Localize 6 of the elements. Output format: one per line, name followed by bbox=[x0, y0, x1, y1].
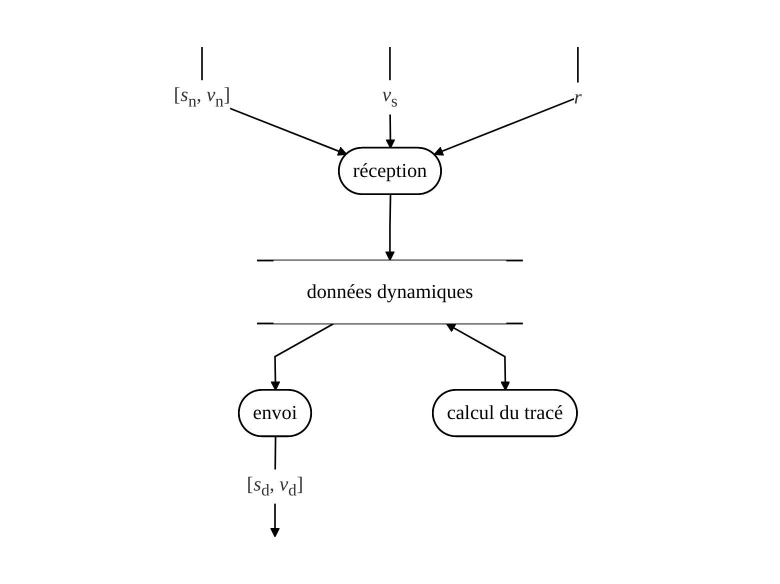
arrow bbox=[270, 322, 334, 391]
arrow bbox=[446, 323, 510, 391]
arrow bbox=[385, 194, 395, 261]
edge-label: [s$_{d}$, v$_{d}$] bbox=[246, 472, 304, 500]
edge-label: r bbox=[574, 86, 582, 108]
arrow bbox=[434, 47, 579, 156]
